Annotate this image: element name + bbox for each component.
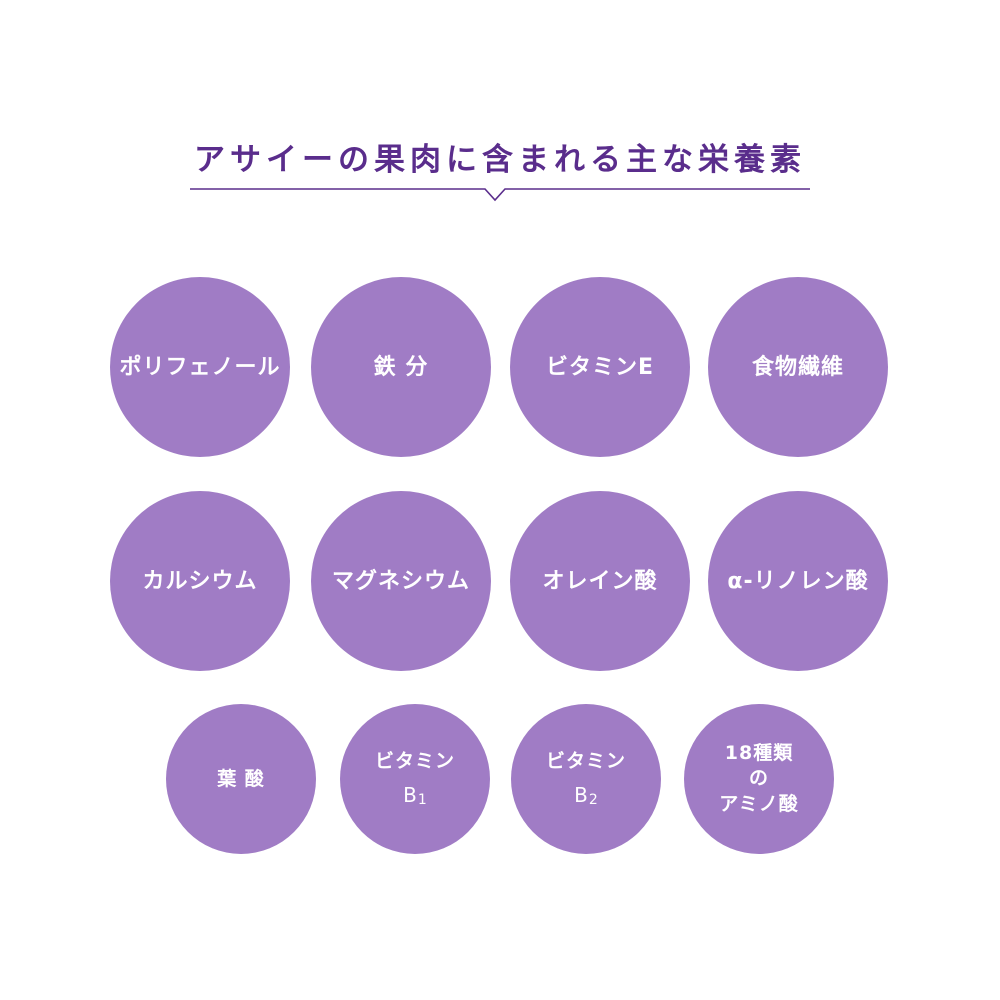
nutrient-folate: 葉 酸	[166, 704, 316, 854]
nutrient-vitamin-e: ビタミンE	[510, 277, 690, 457]
nutrient-magnesium: マグネシウム	[311, 491, 491, 671]
vitamin-letter: B	[403, 782, 417, 807]
nutrient-label: 食物繊維	[751, 354, 844, 380]
nutrient-label: ビタミン	[545, 750, 626, 773]
nutrient-label: ビタミン	[374, 750, 455, 773]
nutrient-label: カルシウム	[142, 568, 258, 594]
nutrient-label: ポリフェノール	[119, 354, 281, 380]
vitamin-subscript: 1	[417, 791, 427, 808]
nutrient-label: マグネシウム	[331, 568, 470, 594]
nutrient-iron: 鉄 分	[311, 277, 491, 457]
nutrient-label-line3: アミノ酸	[719, 792, 799, 815]
nutrient-dietary-fiber: 食物繊維	[708, 277, 888, 457]
nutrient-label: 葉 酸	[217, 767, 265, 790]
nutrient-label-line1: 18種類	[724, 741, 794, 764]
nutrient-label: ビタミンE	[545, 354, 655, 380]
page-title: アサイーの果肉に含まれる主な栄養素	[194, 142, 806, 178]
nutrient-label: α-リノレン酸	[727, 568, 869, 594]
nutrient-label: オレイン酸	[542, 568, 658, 594]
nutrient-label-line2: の	[748, 767, 769, 790]
nutrient-vitamin-b1: ビタミン B1	[340, 704, 490, 854]
vitamin-code: B2	[574, 780, 598, 811]
vitamin-letter: B	[574, 782, 588, 807]
nutrient-vitamin-b2: ビタミン B2	[511, 704, 661, 854]
title-divider	[190, 188, 810, 202]
nutrient-oleic-acid: オレイン酸	[510, 491, 690, 671]
nutrient-calcium: カルシウム	[110, 491, 290, 671]
vitamin-code: B1	[403, 780, 427, 811]
nutrient-label: 鉄 分	[373, 354, 429, 380]
nutrient-alpha-linolenic-acid: α-リノレン酸	[708, 491, 888, 671]
vitamin-subscript: 2	[588, 791, 598, 808]
nutrient-polyphenol: ポリフェノール	[110, 277, 290, 457]
nutrient-amino-acids: 18種類 の アミノ酸	[684, 704, 834, 854]
